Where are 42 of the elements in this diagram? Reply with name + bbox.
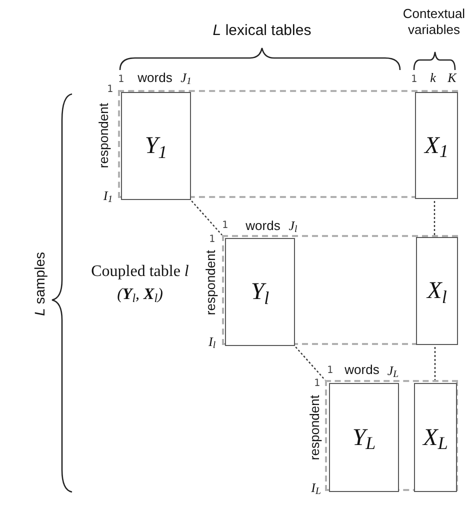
dashed-frame bbox=[118, 90, 458, 198]
dotted-connector bbox=[188, 198, 222, 236]
index-label: 1 bbox=[106, 84, 114, 96]
matrix-label: X$_{L}$ bbox=[423, 426, 448, 450]
index-label: 1 bbox=[208, 234, 216, 246]
index-label: k bbox=[430, 70, 436, 86]
axis-label: words bbox=[138, 70, 172, 86]
table-caption: (Y$_{l}$, X$_{l}$) bbox=[117, 285, 163, 305]
dashed-frame bbox=[222, 235, 458, 345]
index-label: J$_{1}$ bbox=[180, 70, 192, 86]
matrix-box bbox=[416, 237, 458, 345]
matrix-label: X$_{l}$ bbox=[427, 279, 447, 303]
matrix-label: Y$_{l}$ bbox=[250, 280, 270, 304]
matrix-label: Y$_{1}$ bbox=[144, 134, 168, 158]
index-label: 1 bbox=[326, 365, 334, 378]
index-label: 1 bbox=[410, 74, 418, 86]
group-label: L samples bbox=[31, 252, 48, 316]
matrix-box bbox=[415, 92, 458, 199]
index-label: J$_{L}$ bbox=[387, 363, 399, 380]
axis-label: respondent bbox=[96, 103, 112, 168]
axis-label: words bbox=[246, 218, 280, 234]
matrix-box bbox=[414, 383, 457, 492]
group-label: Contextual variables bbox=[402, 6, 466, 38]
table-caption: Coupled table l bbox=[91, 262, 189, 282]
group-label: L lexical tables bbox=[212, 22, 312, 41]
matrix-label: Y$_{L}$ bbox=[352, 426, 376, 450]
axis-label: words bbox=[344, 362, 380, 378]
matrix-box bbox=[329, 383, 399, 492]
index-label: I$_{1}$ bbox=[103, 188, 113, 204]
index-label: I$_{l}$ bbox=[208, 334, 216, 350]
index-label: J$_{l}$ bbox=[288, 218, 298, 234]
dashed-frame bbox=[325, 380, 458, 491]
index-label: K bbox=[448, 70, 456, 86]
index-label: 1 bbox=[222, 220, 228, 232]
matrix-box bbox=[121, 92, 191, 200]
index-label: I$_{L}$ bbox=[311, 480, 321, 496]
matrix-box bbox=[225, 238, 295, 346]
matrix-label: X$_{1}$ bbox=[424, 134, 448, 158]
axis-label: respondent bbox=[202, 250, 219, 316]
index-label: 1 bbox=[314, 378, 320, 390]
axis-label: respondent bbox=[306, 395, 323, 460]
index-label: 1 bbox=[118, 74, 124, 86]
